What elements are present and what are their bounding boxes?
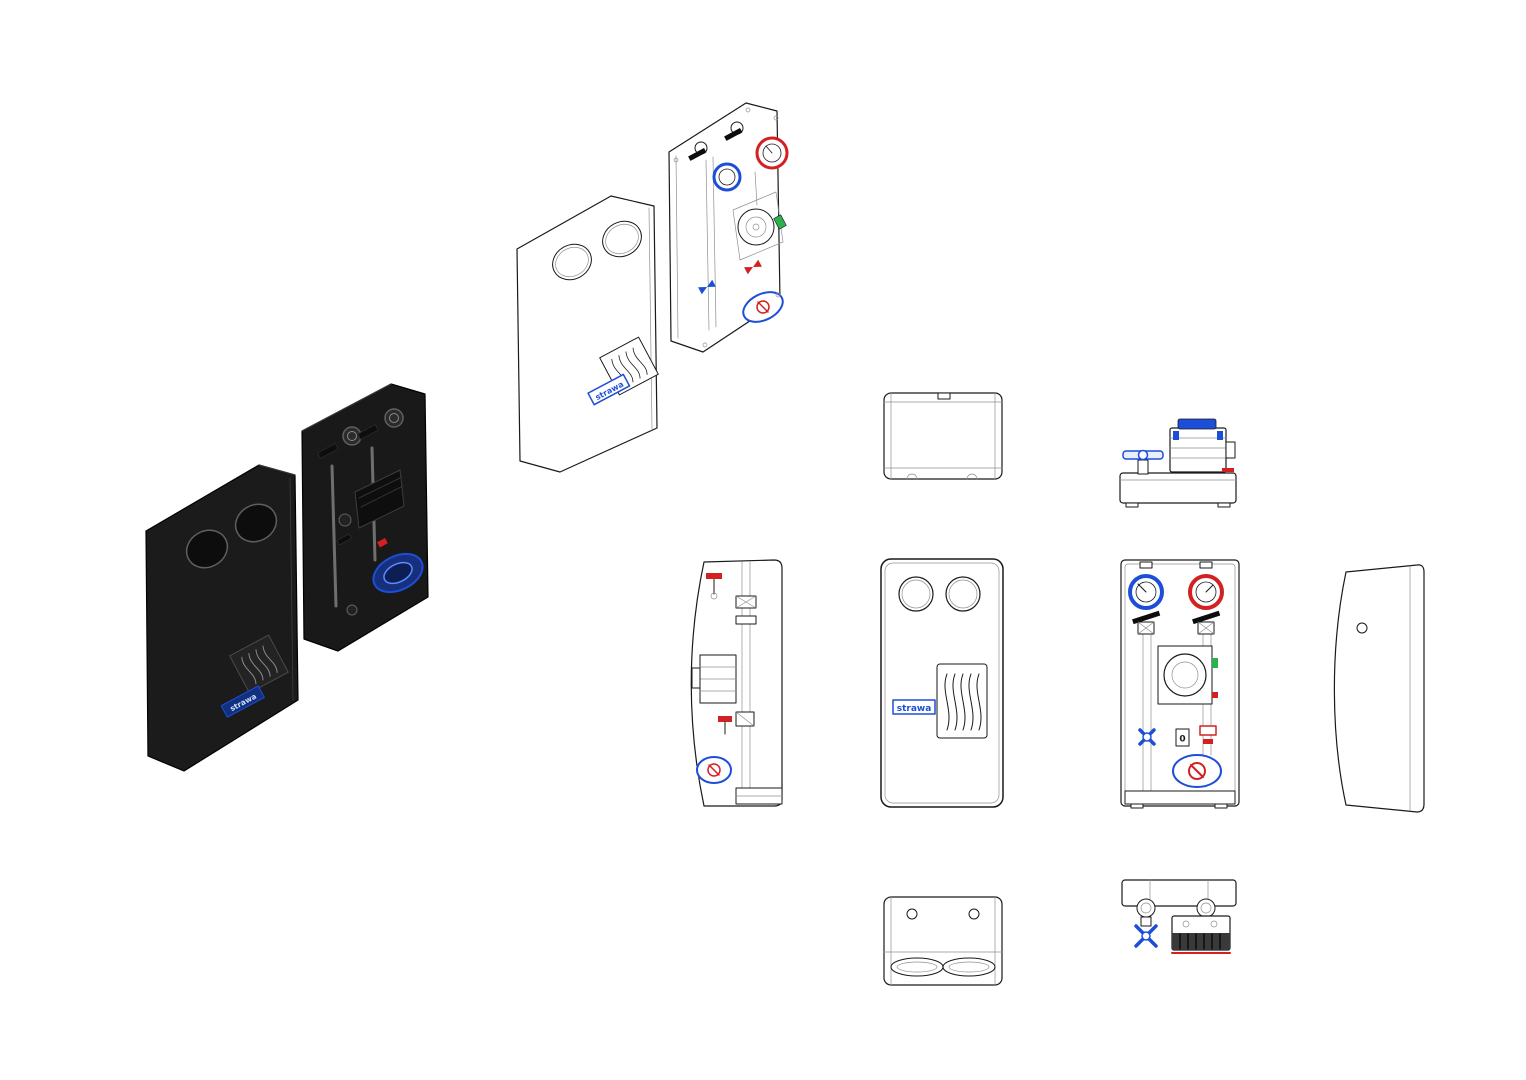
ortho-bottom-cover-view: [883, 896, 1003, 986]
cover-hole-right: [945, 576, 981, 612]
valve-handle: [336, 533, 352, 546]
pipe-fitting: [1136, 898, 1156, 918]
pipe-fitting: [1196, 898, 1216, 918]
ortho-top-assembly-view: [1119, 418, 1237, 508]
pump-body: [732, 191, 787, 261]
cover-hole-left: [552, 243, 592, 281]
pump-led-label: [1212, 658, 1218, 668]
ortho-front-assembly-view: 0: [1120, 559, 1240, 809]
actuator-top: [1169, 418, 1236, 473]
cover-hole-left: [898, 576, 934, 612]
ortho-side-internals-view: [690, 559, 783, 807]
valve-handle: [357, 424, 379, 440]
cover-hole-left: [185, 529, 229, 569]
thermometer-blue: [712, 162, 742, 192]
actuator-bottom: [1171, 915, 1231, 954]
vent-louvres: [890, 957, 996, 977]
brand-text: strawa: [897, 704, 932, 714]
blue-valve-handle: [1138, 728, 1156, 746]
logo-emboss-plate: [936, 663, 988, 739]
blue-valve-handle: [698, 279, 716, 295]
valve-handle: [317, 443, 339, 459]
white-cover-isometric: strawa: [516, 195, 659, 473]
red-tag: [377, 538, 388, 548]
red-mark: [1212, 692, 1218, 698]
iso-rendered-black-view: strawa: [145, 383, 429, 772]
valve-handle: [1192, 610, 1221, 625]
logo-emboss-plate: [229, 634, 289, 694]
ball-valve-top: [1122, 449, 1164, 475]
blue-valve-handle: [1134, 916, 1158, 948]
valve-handle: [724, 128, 743, 141]
pump-front-cap: [742, 291, 784, 323]
red-valve-handle: [744, 259, 762, 275]
pump-front-cap: [372, 552, 424, 594]
red-handle-mid: [718, 716, 732, 735]
thermometer-red: [755, 136, 789, 170]
black-cover-isometric: strawa: [145, 464, 299, 772]
red-handle-top: [706, 573, 722, 600]
cover-hole-right: [602, 220, 642, 258]
thermometer-blue: [1128, 574, 1164, 610]
valve-handle: [688, 148, 707, 161]
cover-hole-right: [234, 503, 278, 543]
pump-front: [1157, 645, 1218, 705]
gauge-dial: [384, 408, 404, 428]
actuator-handle: [1177, 418, 1217, 430]
valve-handle: [1132, 610, 1161, 625]
black-assembly-isometric: [301, 383, 429, 652]
ortho-front-cover-view: strawa: [880, 558, 1004, 808]
actuator-body: [354, 469, 405, 529]
thermometer-red: [1188, 574, 1224, 610]
ortho-top-cover-view: [883, 392, 1003, 480]
red-mark: [1222, 468, 1234, 472]
red-fitting: [1199, 725, 1217, 744]
svg-text:0: 0: [1179, 735, 1185, 745]
brand-label-front: strawa: [892, 699, 936, 715]
ortho-bottom-assembly-view: [1121, 879, 1237, 954]
dial-zero: 0: [1175, 728, 1190, 747]
pump-side: [691, 654, 737, 704]
pump-cap-front: [1172, 754, 1222, 788]
white-assembly-isometric: [668, 102, 789, 353]
ortho-side-cover-view: [1333, 564, 1425, 813]
gauge-dial: [342, 426, 362, 446]
pump-led-label: [773, 214, 787, 230]
pump-cap-side: [696, 756, 732, 784]
iso-line-white-view: strawa: [516, 102, 789, 473]
